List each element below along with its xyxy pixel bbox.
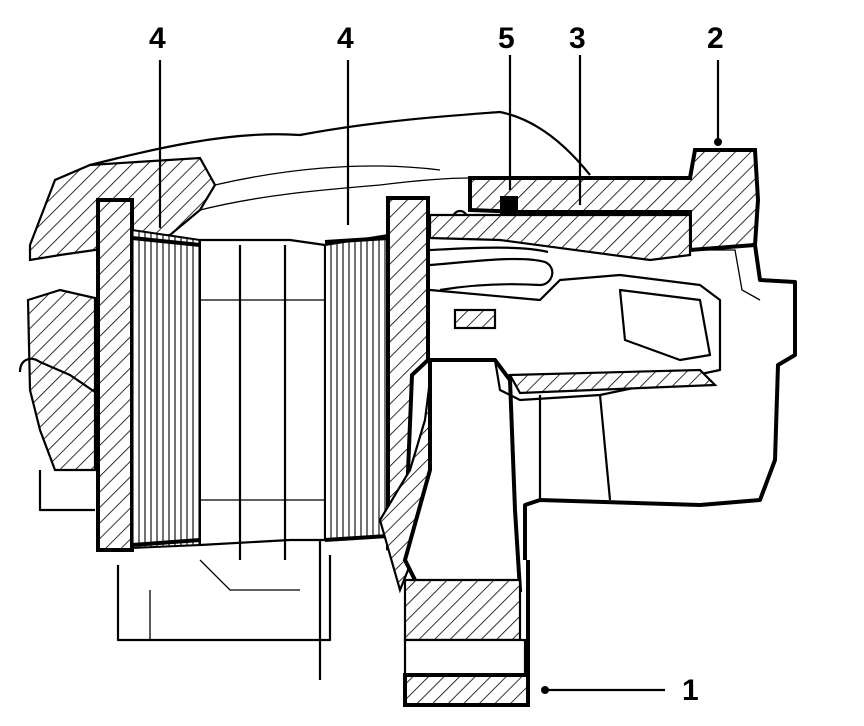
callout-2: 2	[707, 22, 724, 55]
leader-lines	[158, 55, 722, 694]
callout-labels: 4 4 5 3 2 1	[149, 22, 724, 707]
callout-1: 1	[682, 674, 699, 707]
callout-5: 5	[498, 22, 515, 55]
center-shaft	[199, 238, 327, 680]
right-housing	[428, 148, 797, 560]
left-bearing-race	[96, 198, 134, 552]
right-fin-pack	[324, 233, 389, 542]
callout-4-right: 4	[337, 22, 354, 55]
left-fin-pack	[131, 228, 201, 550]
lower-left-housing	[18, 288, 332, 642]
callout-3: 3	[569, 22, 586, 55]
lower-center-casting	[378, 358, 530, 707]
callout-4-left: 4	[149, 22, 166, 55]
